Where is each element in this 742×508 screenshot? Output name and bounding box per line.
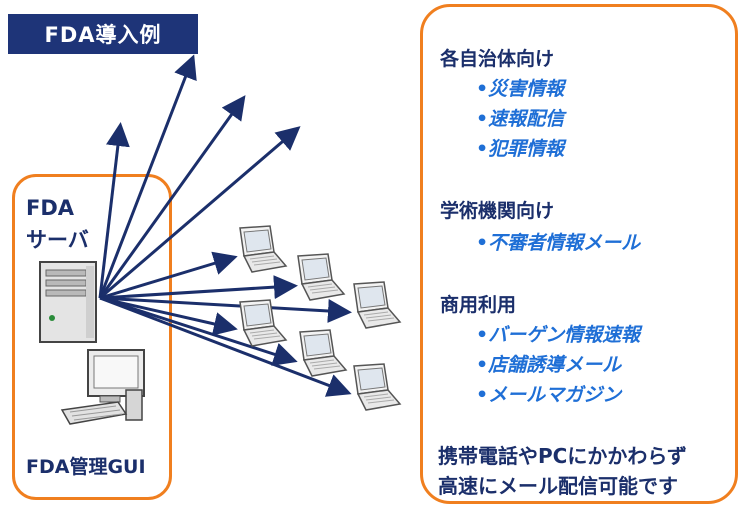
list-item: •メールマガジン — [476, 384, 622, 406]
arrow-3 — [98, 95, 246, 299]
laptop-icon — [353, 281, 401, 329]
arrow-7 — [99, 296, 352, 323]
category-commercial: 商用利用 — [440, 294, 517, 316]
arrow-10 — [99, 296, 352, 397]
desktop-computer-icon — [60, 349, 145, 425]
laptop-icon — [297, 253, 345, 301]
laptop-icon — [299, 329, 347, 377]
list-item: •犯罪情報 — [476, 138, 565, 160]
broadcast-arrows — [98, 54, 352, 397]
use-cases-box — [420, 4, 738, 504]
footer-line-2: 高速にメール配信可能です — [438, 474, 678, 498]
arrow-1 — [98, 122, 130, 299]
arrow-9 — [99, 296, 298, 366]
arrow-4 — [99, 126, 301, 300]
list-item: •不審者情報メール — [476, 232, 641, 254]
list-item: •災害情報 — [476, 78, 565, 100]
server-label-server: サーバ — [26, 228, 89, 252]
list-item: •店舗誘導メール — [476, 354, 622, 376]
title-text: FDA導入例 — [44, 23, 162, 47]
server-icon — [39, 261, 97, 343]
server-label-fda: FDA — [26, 196, 75, 220]
laptop-icon — [239, 225, 287, 273]
arrow-2 — [98, 54, 197, 299]
category-academic: 学術機関向け — [440, 200, 555, 222]
server-group-box — [12, 174, 172, 500]
title-banner: FDA導入例 — [8, 14, 198, 54]
list-item: •速報配信 — [476, 108, 565, 130]
arrow-5 — [99, 251, 238, 300]
footer-line-1: 携帯電話やPCにかかわらず — [438, 444, 687, 468]
arrow-6 — [99, 275, 298, 300]
category-municipal: 各自治体向け — [440, 48, 555, 70]
list-item: •バーゲン情報速報 — [476, 324, 641, 346]
laptop-icon — [353, 363, 401, 411]
arrow-8 — [99, 296, 238, 336]
gui-label: FDA管理GUI — [26, 456, 146, 478]
